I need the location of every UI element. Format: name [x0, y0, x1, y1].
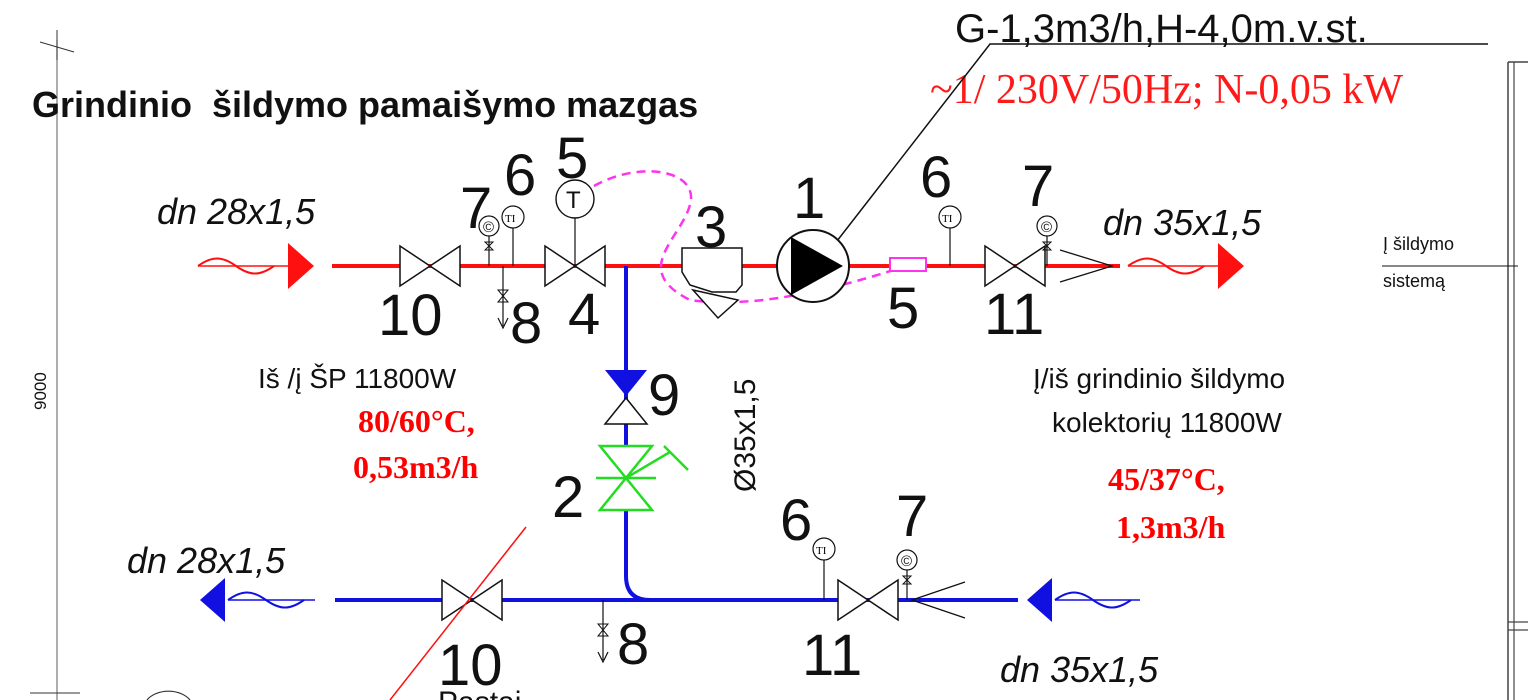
callout-drain-return: 8	[617, 612, 649, 677]
system-label-1: Į šildymo	[1383, 234, 1454, 254]
partial-label: Pastai	[438, 686, 521, 700]
bypass-pipe-size: Ø35x1,5	[729, 379, 762, 492]
floor-flow: 1,3m3/h	[1116, 509, 1226, 545]
callout-balancing-valve: 2	[552, 465, 584, 530]
sensor-on-pipe	[889, 257, 927, 272]
balancing-valve-2	[596, 444, 689, 512]
thermometer-supply: TI	[501, 205, 525, 266]
source-label: Iš /į ŠP 11800W	[258, 363, 457, 394]
manometer-return: ©	[896, 549, 918, 600]
manometer-symbol-return: ©	[901, 553, 912, 570]
callout-sensor-actuator: 5	[556, 126, 588, 191]
source-flow: 0,53m3/h	[353, 449, 479, 485]
manometer-symbol-out: ©	[1041, 219, 1052, 236]
drain-return	[596, 600, 610, 664]
callout-pump: 1	[793, 166, 825, 231]
floor-label-line2: kolektorių 11800W	[1052, 407, 1282, 438]
ti-label-return: TI	[816, 545, 827, 557]
thermometer-outlet: TI	[938, 205, 962, 266]
callout-manometer-supply: 7	[460, 176, 492, 241]
manometer-supply: ©	[478, 215, 500, 266]
return-out-arrow	[200, 578, 225, 622]
valve-supply-10	[399, 244, 461, 288]
callout-check-valve: 9	[648, 363, 680, 428]
return-out-pipe-size: dn 28x1,5	[127, 540, 286, 581]
mixing-valve-4: T	[544, 179, 606, 288]
valve-return-10	[441, 578, 503, 622]
check-valve-9	[603, 370, 649, 425]
manometer-outlet: ©	[1036, 215, 1115, 283]
supply-in-arrow	[288, 243, 314, 289]
bypass-line	[624, 266, 651, 602]
return-in-arrow	[1027, 578, 1052, 622]
drain-supply	[496, 266, 510, 330]
actuator-symbol: T	[566, 187, 581, 214]
pump-power-spec: ~1/ 230V/50Hz; N-0,05 kW	[930, 67, 1403, 113]
floor-temps: 45/37°C,	[1108, 461, 1225, 497]
callout-mixing-valve: 4	[568, 282, 600, 347]
callout-thermometer-outlet: 6	[920, 145, 952, 210]
thermometer-return: TI	[812, 537, 836, 600]
ti-label-out: TI	[942, 213, 953, 225]
callout-filter: 3	[695, 195, 727, 260]
callout-thermometer-supply: 6	[504, 143, 536, 208]
return-in-pipe-size: dn 35x1,5	[1000, 649, 1159, 690]
callout-valve-return: 10	[438, 633, 503, 698]
return-line	[200, 578, 1140, 622]
dimension-label: 9000	[31, 372, 50, 410]
callout-drain-supply: 8	[510, 291, 542, 356]
page-title: Grindinio šildymo pamaišymo mazgas	[32, 84, 698, 125]
callout-numbers: 1 2 3 4 5 5 6 6 6 7 7 7 8 8 9 10 10 11 1…	[378, 126, 1054, 698]
callout-manometer-return: 7	[896, 484, 928, 549]
floor-label-line1: Į/iš grindinio šildymo	[1033, 363, 1285, 394]
red-cut-line	[389, 526, 527, 700]
supply-in-pipe-size: dn 28x1,5	[157, 191, 316, 232]
supply-out-arrow	[1218, 243, 1244, 289]
callout-valve-outlet: 11	[984, 282, 1044, 347]
manometer-symbol: ©	[483, 219, 494, 236]
supply-out-pipe-size: dn 35x1,5	[1103, 202, 1262, 243]
callout-sensor-pipe: 5	[887, 276, 919, 341]
callout-manometer-outlet: 7	[1022, 154, 1054, 219]
valve-outlet-11	[984, 244, 1046, 288]
ti-label: TI	[505, 213, 516, 225]
source-temps: 80/60°C,	[358, 403, 475, 439]
filter-3	[681, 247, 743, 320]
callout-thermometer-return: 6	[780, 488, 812, 553]
drawing-frame	[30, 30, 1528, 700]
pump-1	[776, 229, 850, 303]
callout-valve-supply: 10	[378, 283, 443, 348]
callout-valve-return-in: 11	[802, 623, 862, 688]
capillary-line	[593, 170, 919, 304]
system-label-2: sistemą	[1383, 271, 1446, 291]
valve-return-11	[837, 578, 899, 622]
pump-leader-line	[829, 43, 1488, 251]
